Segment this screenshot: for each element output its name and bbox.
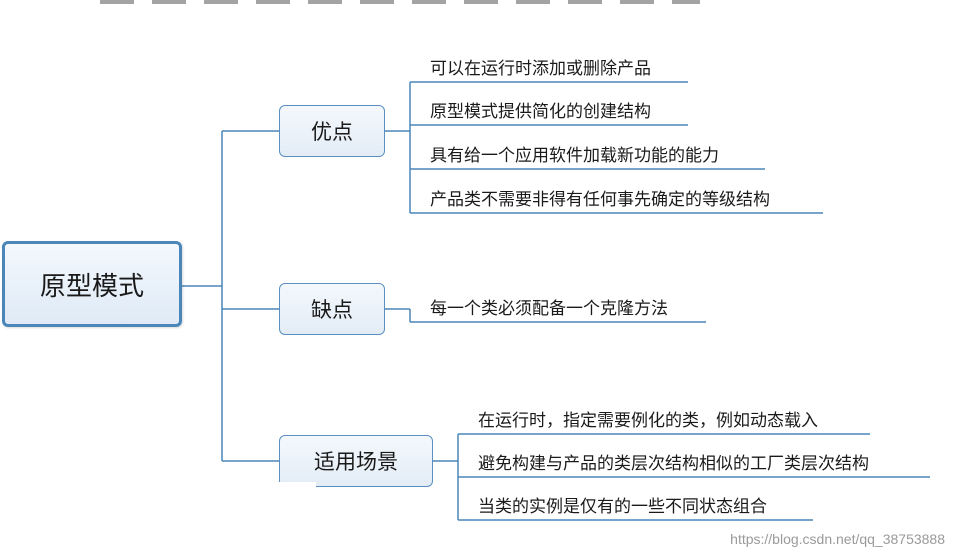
branch-label: 适用场景: [314, 450, 398, 474]
blank-patch: [66, 482, 316, 557]
branch-label: 缺点: [311, 298, 353, 322]
leaf-advantage-2[interactable]: 原型模式提供简化的创建结构: [430, 102, 651, 122]
branch-scenarios[interactable]: 适用场景: [279, 435, 433, 487]
leaf-scenario-2[interactable]: 避免构建与产品的类层次结构相似的工厂类层次结构: [478, 454, 869, 474]
branch-label: 优点: [311, 120, 353, 144]
leaf-advantage-3[interactable]: 具有给一个应用软件加载新功能的能力: [430, 146, 719, 166]
branch-disadvantages[interactable]: 缺点: [279, 283, 385, 335]
root-topic-label: 原型模式: [39, 271, 144, 302]
leaf-disadvantage-1[interactable]: 每一个类必须配备一个克隆方法: [430, 299, 668, 319]
leaf-advantage-4[interactable]: 产品类不需要非得有任何事先确定的等级结构: [430, 190, 770, 210]
leaf-scenario-3[interactable]: 当类的实例是仅有的一些不同状态组合: [478, 497, 767, 517]
root-topic[interactable]: 原型模式: [2, 241, 182, 327]
leaf-advantage-1[interactable]: 可以在运行时添加或删除产品: [430, 59, 651, 79]
leaf-scenario-1[interactable]: 在运行时，指定需要例化的类，例如动态载入: [478, 411, 818, 431]
top-cropped-text-fragment: [100, 0, 700, 4]
watermark: https://blog.csdn.net/qq_38753888: [730, 531, 945, 547]
branch-advantages[interactable]: 优点: [279, 105, 385, 157]
